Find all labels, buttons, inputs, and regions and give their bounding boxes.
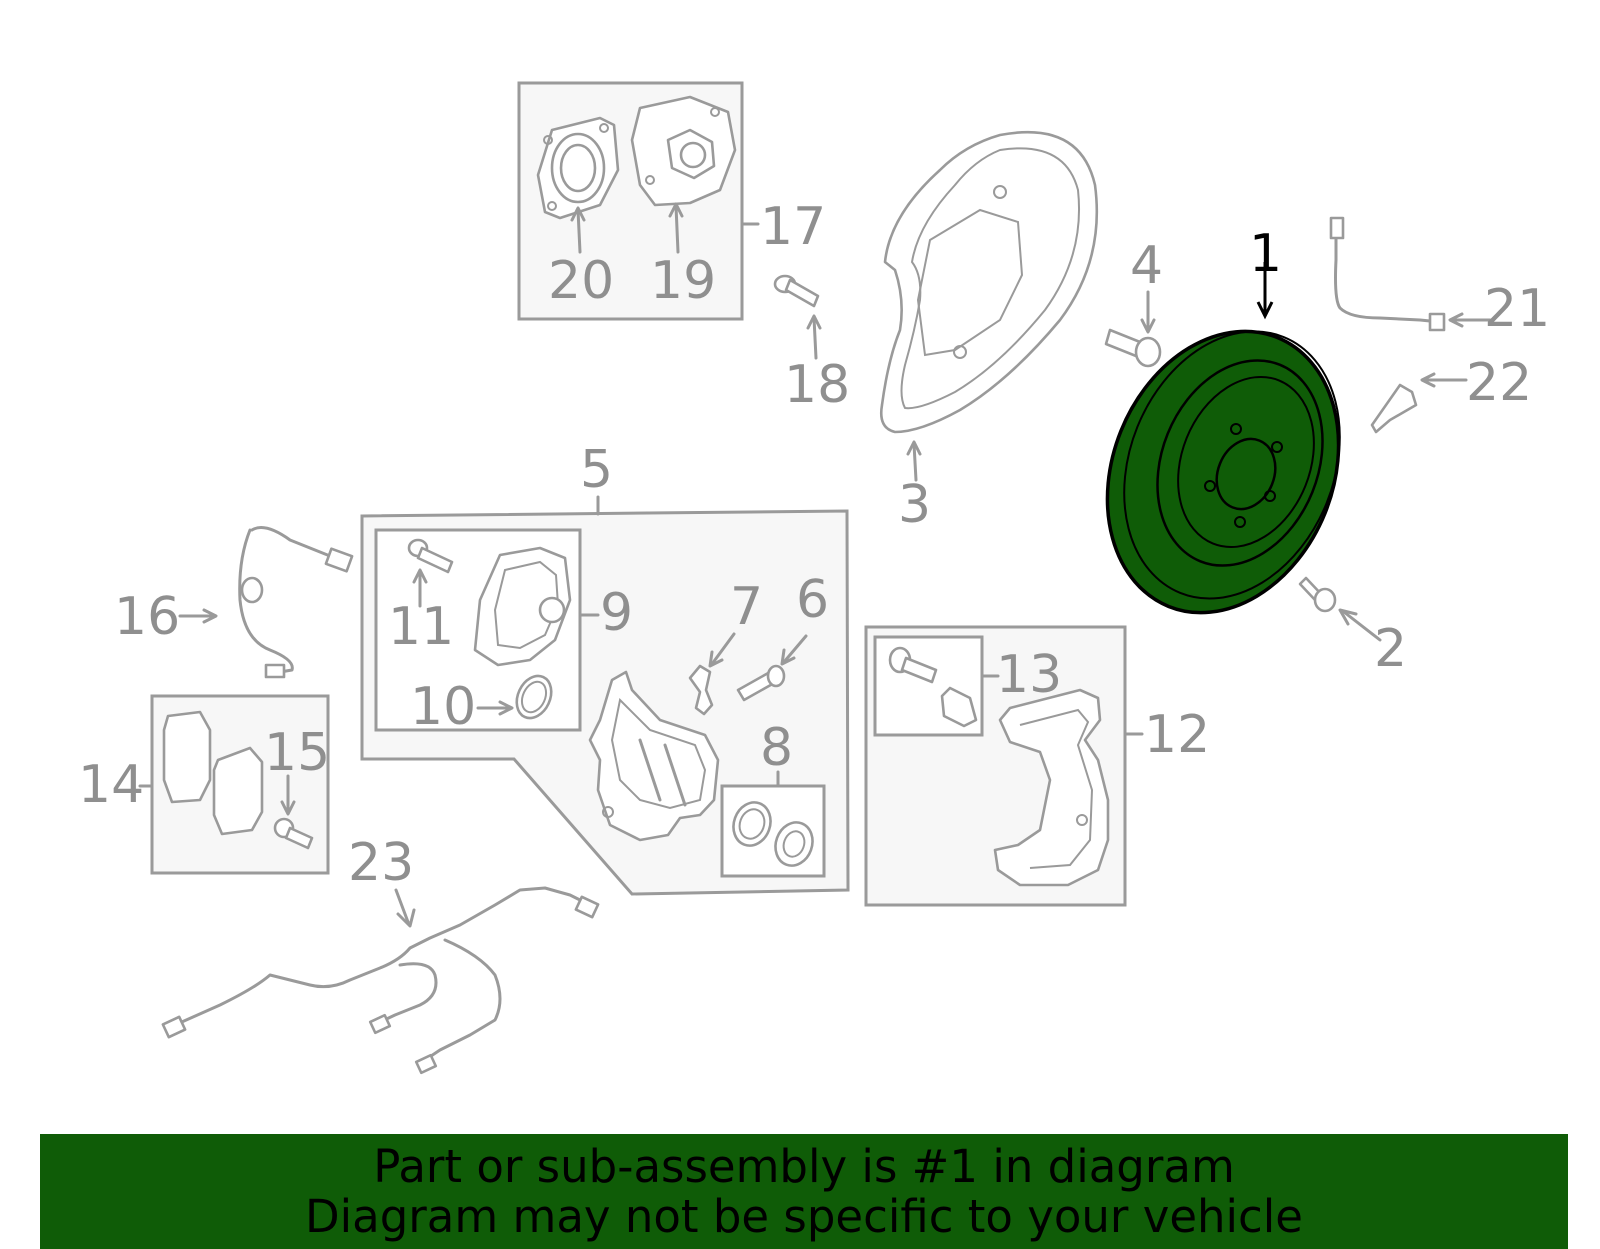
- callout-14: 14: [78, 755, 144, 815]
- info-banner: Part or sub-assembly is #1 in diagram Di…: [40, 1134, 1568, 1249]
- callout-17: 17: [760, 197, 826, 257]
- o-ring-10-part[interactable]: [476, 670, 558, 723]
- callout-9: 9: [600, 583, 633, 643]
- wear-sensor-21-part[interactable]: [1329, 216, 1492, 332]
- callout-15: 15: [264, 723, 330, 783]
- callout-7: 7: [730, 577, 763, 637]
- callout-1: 1: [1249, 224, 1282, 284]
- callout-11: 11: [388, 597, 454, 657]
- caliper-bracket-group: [864, 625, 1144, 907]
- guide-pin-13-part[interactable]: [888, 646, 978, 728]
- callout-19: 19: [650, 251, 716, 311]
- callout-18: 18: [784, 355, 850, 415]
- bolt-4-part[interactable]: [1104, 290, 1162, 368]
- caliper-assembly-group: [360, 495, 850, 896]
- bolt-18-part[interactable]: [773, 274, 822, 360]
- bolt-11-part[interactable]: [407, 538, 454, 608]
- brake-pad-part[interactable]: [162, 710, 264, 836]
- screw-2-part[interactable]: [1298, 576, 1382, 642]
- callout-4: 4: [1130, 236, 1163, 296]
- bracket-12-part[interactable]: [993, 688, 1110, 887]
- callout-3: 3: [898, 475, 931, 535]
- wiring-harness-23-part[interactable]: [161, 886, 600, 1075]
- callout-8: 8: [760, 718, 793, 778]
- callout-12: 12: [1144, 705, 1210, 765]
- banner-line-2: Diagram may not be specific to your vehi…: [305, 1189, 1303, 1243]
- wheel-hub-part[interactable]: [630, 95, 737, 207]
- callout-22: 22: [1466, 353, 1532, 413]
- caliper-housing-9-part[interactable]: [473, 546, 600, 667]
- callout-21: 21: [1484, 279, 1550, 339]
- hub-assembly-group: [517, 81, 760, 321]
- banner-line-1: Part or sub-assembly is #1 in diagram: [373, 1139, 1235, 1193]
- callout-5: 5: [580, 440, 613, 500]
- callout-23: 23: [348, 833, 414, 893]
- brake-pads-group: [138, 694, 330, 875]
- callout-10: 10: [410, 677, 476, 737]
- wheel-bearing-part[interactable]: [536, 116, 620, 220]
- bolt-6-part[interactable]: [736, 634, 808, 702]
- seal-kit-8-part[interactable]: [728, 797, 819, 871]
- clip-22-part[interactable]: [1370, 372, 1468, 434]
- dust-shield-part[interactable]: [880, 130, 1099, 482]
- callout-16: 16: [114, 587, 180, 647]
- callout-6: 6: [796, 570, 829, 630]
- caliper-body-part[interactable]: [588, 670, 720, 842]
- callout-20: 20: [548, 251, 614, 311]
- sensor-cable-16-part[interactable]: [178, 526, 354, 679]
- brake-rotor-part[interactable]: [1067, 262, 1380, 648]
- bolt-15-part[interactable]: [273, 774, 314, 850]
- bleeder-7-part[interactable]: [688, 632, 736, 716]
- callout-13: 13: [996, 645, 1062, 705]
- callout-2: 2: [1374, 619, 1407, 679]
